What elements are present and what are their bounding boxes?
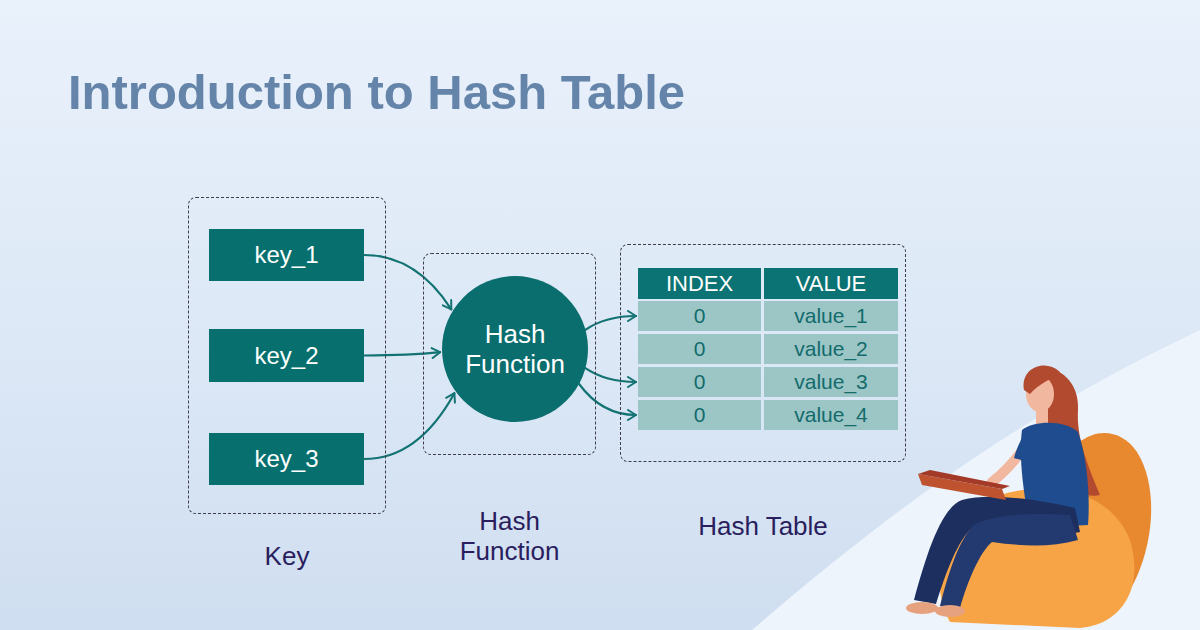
diagram-title: Introduction to Hash Table (68, 64, 685, 120)
key-label: key_2 (254, 342, 318, 370)
light-wedge (752, 330, 1200, 630)
function-label: Hash Function (453, 319, 577, 379)
index-cell: 0 (638, 367, 761, 397)
laptop-edge (918, 470, 1010, 489)
index-cell: 0 (638, 400, 761, 430)
circle-fill (442, 276, 588, 422)
curved-arrow (585, 316, 636, 330)
key-box: key_3 (209, 433, 364, 485)
foot (935, 605, 965, 617)
value-cell: value_4 (764, 400, 898, 430)
group-frame: Hash TableINDEXVALUE0value_10value_20val… (620, 244, 906, 462)
sleeve (1014, 428, 1040, 462)
group-label: Hash Table (698, 511, 828, 541)
value-cell: value_2 (764, 334, 898, 364)
leg-front (940, 514, 1078, 608)
table-row: 0value_1 (638, 301, 888, 331)
index-cell: 0 (638, 301, 761, 331)
curved-arrow (579, 384, 636, 415)
table-row: 0value_4 (638, 400, 888, 430)
table-header-row: INDEXVALUE (638, 268, 888, 299)
group-frame: Keykey_1key_2key_3 (188, 197, 386, 514)
curved-arrow (364, 352, 440, 355)
key-label: key_3 (254, 445, 318, 473)
index-cell: 0 (638, 334, 761, 364)
curved-arrow (364, 393, 454, 459)
curved-arrow (585, 368, 636, 382)
group-label: Key (222, 541, 352, 571)
table-row: 0value_3 (638, 367, 888, 397)
key-box: key_2 (209, 329, 364, 382)
table-row: 0value_2 (638, 334, 888, 364)
key-label: key_1 (254, 241, 318, 269)
value-cell: value_3 (764, 367, 898, 397)
hash-function-circle: Hash Function (442, 276, 588, 422)
column-heading: INDEX (638, 268, 761, 299)
key-box: key_1 (209, 229, 364, 281)
value-cell: value_1 (764, 301, 898, 331)
column-heading: VALUE (764, 268, 898, 299)
curved-arrow (364, 255, 451, 309)
group-frame: Hash FunctionHash Function (423, 253, 596, 455)
foot (906, 602, 938, 614)
hair-fringe (1024, 366, 1060, 394)
group-label: Hash Function (445, 506, 575, 566)
leg-back (914, 497, 1080, 604)
